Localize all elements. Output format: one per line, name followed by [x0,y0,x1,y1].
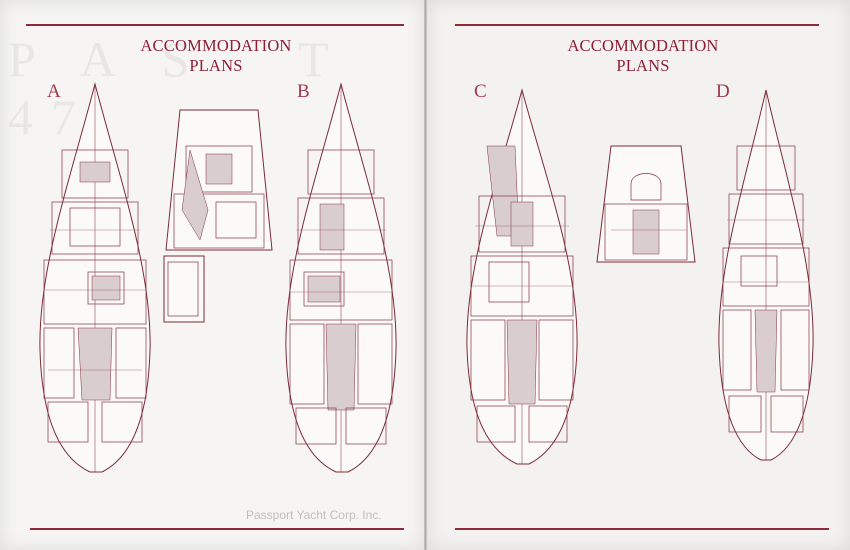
plan-a-drawing [39,82,151,473]
plan-label-d: D [716,81,730,102]
top-rule-right [455,24,819,26]
plan-label-b: B [297,81,310,102]
company-text: Passport Yacht Corp. Inc. [246,508,382,522]
plan-d-drawing [718,89,814,461]
book-gutter [424,0,427,550]
title-line-2: PLANS [616,56,670,75]
plan-c-alt-drawing [596,145,696,263]
title-line-1: ACCOMMODATION [567,36,719,55]
page-title-left: ACCOMMODATION PLANS [86,36,346,76]
top-rule-left [26,24,404,26]
title-line-2: PLANS [189,56,243,75]
left-page: P A S T 47 ACCOMMODATION PLANS A B [0,0,424,550]
plan-c-drawing [466,88,578,465]
ghost-watermark-left: P A S T 47 [8,31,346,145]
bottom-rule-left [30,528,404,530]
bottom-rule-right [455,528,829,530]
page-title-right: ACCOMMODATION PLANS [513,36,773,76]
plan-label-c: C [474,81,487,102]
right-page: ACCOMMODATION PLANS C D [427,0,850,550]
title-line-1: ACCOMMODATION [140,36,292,55]
plan-a-alt-drawing [163,109,273,323]
plan-b-drawing [285,82,397,473]
plan-label-a: A [47,81,61,102]
